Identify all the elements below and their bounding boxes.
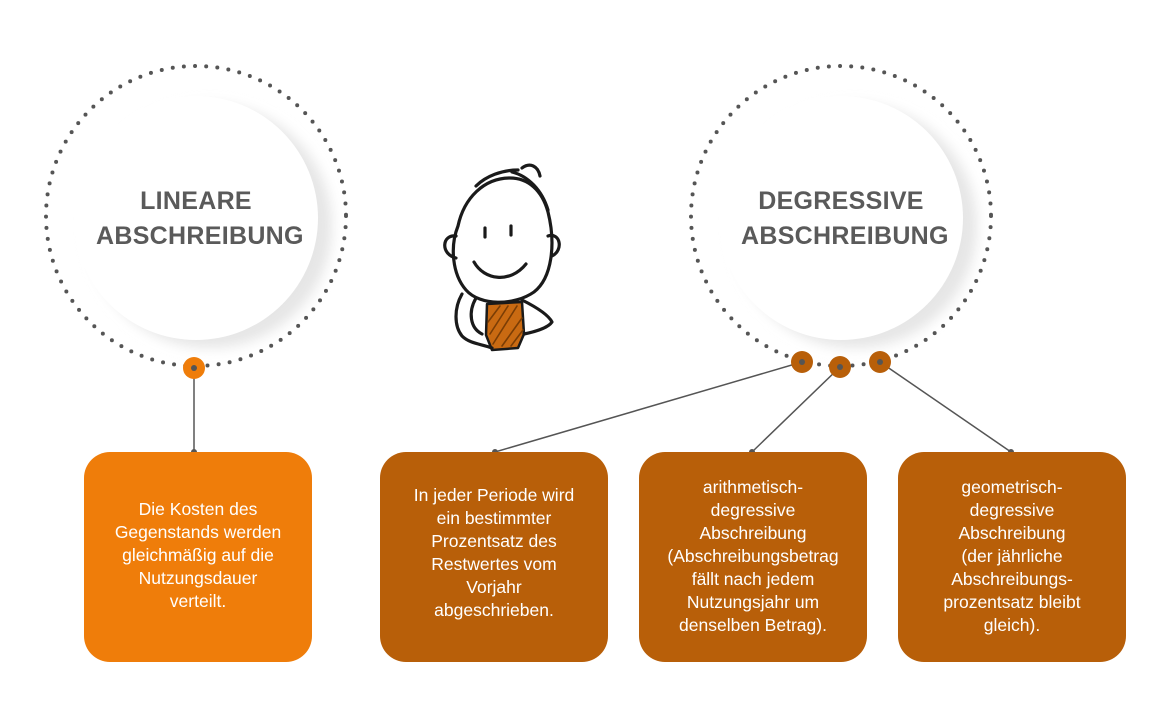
box-line: Nutzungsjahr um [686, 592, 820, 612]
geometric-degressive-box: geometrisch- degressive Abschreibung (de… [898, 452, 1126, 662]
linear-circle [44, 64, 348, 368]
degressive-title-line-1: DEGRESSIVE [758, 187, 924, 215]
degressive-title-line-2: ABSCHREIBUNG [741, 222, 949, 250]
box-line: Gegenstands werden [114, 522, 282, 542]
linear-description-box: Die Kosten des Gegenstands werden gleich… [84, 452, 312, 662]
degressive-title: DEGRESSIVE ABSCHREIBUNG [741, 184, 949, 254]
box-line: gleich). [983, 615, 1041, 635]
box-line: In jeder Periode wird [413, 485, 575, 505]
linear-title-line-1: LINEARE [140, 187, 252, 215]
connector-lines [193, 361, 1012, 453]
box-line: geometrisch- [961, 477, 1063, 497]
box-line: fällt nach jedem [691, 569, 815, 589]
arithmetic-degressive-box: arithmetisch- degressive Abschreibung (A… [639, 452, 867, 662]
degressive-definition-box: In jeder Periode wird ein bestimmter Pro… [380, 452, 608, 662]
linear-title-line-2: ABSCHREIBUNG [96, 222, 304, 250]
arithmetic-connector [751, 366, 841, 453]
box-line: (der jährliche [961, 546, 1063, 566]
degressive-circle [689, 64, 993, 368]
box-line: ein bestimmter [436, 508, 552, 528]
box-line: gleichmäßig auf die [122, 545, 274, 565]
box-line: Nutzungsdauer [138, 568, 258, 588]
box-line: degressive [710, 500, 796, 520]
box-line: prozentsatz bleibt [943, 592, 1081, 612]
box-line: Die Kosten des [138, 499, 258, 519]
box-line: abgeschrieben. [434, 600, 554, 620]
definition-connector [494, 361, 803, 453]
linear-title: LINEARE ABSCHREIBUNG [96, 184, 304, 254]
box-line: Abschreibung [958, 523, 1066, 543]
thinking-stickman-icon [443, 163, 561, 352]
box-line: Abschreibung [699, 523, 807, 543]
box-line: denselben Betrag). [679, 615, 827, 635]
box-line: arithmetisch- [702, 477, 804, 497]
box-line: Vorjahr [466, 577, 522, 597]
box-line: (Abschreibungsbetrag [667, 546, 839, 566]
box-line: Abschreibungs- [951, 569, 1073, 589]
geometric-connector [879, 361, 1012, 453]
box-line: Prozentsatz des [431, 531, 557, 551]
box-line: degressive [969, 500, 1055, 520]
connector-nodes [183, 351, 1014, 455]
box-line: Restwertes vom [431, 554, 557, 574]
box-line: verteilt. [169, 591, 227, 611]
